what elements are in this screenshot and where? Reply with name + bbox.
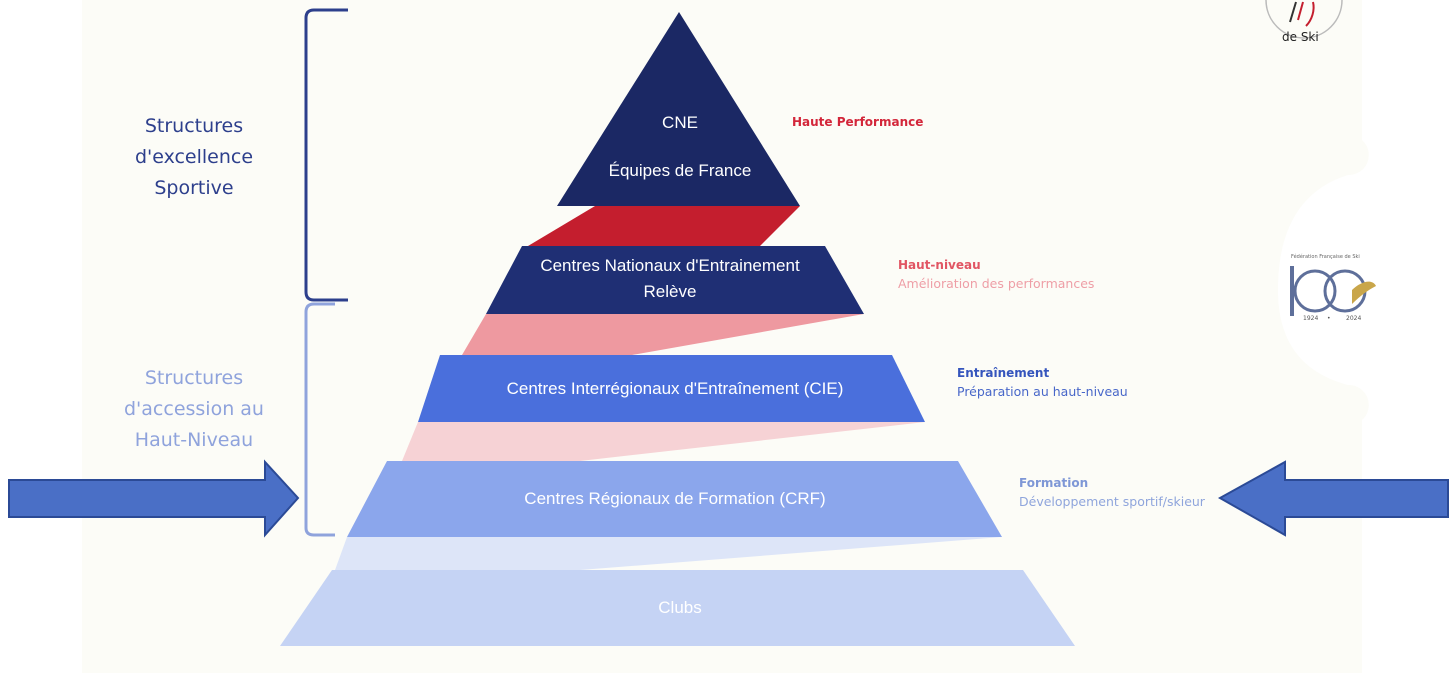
centenary-caption: Fédération Française de Ski — [1291, 253, 1360, 260]
tier-cne-shape — [557, 12, 800, 206]
centenary-year-end: 2024 — [1346, 315, 1361, 322]
group-label-accession-line: Haut-Niveau — [134, 429, 254, 451]
tier-cne-releve-shape — [486, 246, 864, 314]
tier-cie-line: Centres Interrégionaux d'Entraînement (C… — [506, 379, 844, 398]
connector-4 — [335, 537, 1002, 570]
side-label-subtitle: Amélioration des performances — [898, 276, 1095, 291]
tier-cne-releve-line: Relève — [643, 282, 697, 301]
side-label-title: Entraînement — [957, 366, 1050, 380]
arrow-left-icon — [8, 459, 300, 538]
tier-cie-label: Centres Interrégionaux d'Entraînement (C… — [440, 376, 910, 402]
group-label-excellence: Structures d'excellence Sportive — [106, 111, 282, 204]
connector-1 — [528, 206, 800, 246]
side-label-title: Haut-niveau — [898, 258, 981, 272]
bracket-accession — [304, 302, 335, 537]
arrow-right-icon — [1217, 460, 1449, 537]
side-label-title: Haute Performance — [792, 115, 924, 129]
tier-crf-label: Centres Régionaux de Formation (CRF) — [420, 486, 930, 512]
connector-2 — [462, 314, 864, 355]
side-label-haut-niveau: Haut-niveau Amélioration des performance… — [898, 258, 1094, 291]
tier-cne-label: CNE Équipes de France — [580, 110, 780, 184]
side-label-haute-performance: Haute Performance — [792, 115, 923, 129]
tier-clubs-line: Clubs — [658, 598, 702, 617]
side-label-title: Formation — [1019, 476, 1089, 490]
tier-clubs-shape — [280, 570, 1075, 646]
bracket-excellence — [304, 8, 348, 302]
tier-cne-line: CNE — [662, 113, 698, 132]
tier-cne-line: Équipes de France — [608, 161, 752, 180]
tier-cie-shape — [418, 355, 925, 422]
group-label-excellence-line: Structures — [144, 115, 244, 137]
tier-cne-releve-label: Centres Nationaux d'Entrainement Relève — [500, 253, 840, 305]
group-label-accession-line: Structures — [144, 367, 244, 389]
ffs-logo-top — [1265, 0, 1343, 39]
side-label-subtitle: Préparation au haut-niveau — [957, 384, 1128, 399]
tier-crf-shape — [347, 461, 1002, 537]
svg-text:•: • — [1327, 315, 1331, 322]
connector-3 — [402, 422, 925, 461]
side-label-formation: Formation Développement sportif/skieur — [1019, 476, 1205, 509]
centenary-logo: Fédération Française de Ski 1924 2024 • — [1290, 253, 1376, 322]
side-label-subtitle: Développement sportif/skieur — [1019, 494, 1205, 509]
group-label-excellence-line: Sportive — [154, 177, 234, 199]
tier-cne-releve-line: Centres Nationaux d'Entrainement — [540, 256, 800, 275]
group-label-accession-line: d'accession au — [124, 398, 264, 420]
logo-de-ski-text: de Ski — [1282, 30, 1319, 44]
tier-crf-line: Centres Régionaux de Formation (CRF) — [524, 489, 826, 508]
group-label-accession: Structures d'accession au Haut-Niveau — [106, 363, 282, 456]
tier-clubs-label: Clubs — [580, 595, 780, 621]
side-label-entrainement: Entraînement Préparation au haut-niveau — [957, 366, 1128, 399]
group-label-excellence-line: d'excellence — [134, 146, 254, 168]
centenary-year-start: 1924 — [1303, 315, 1318, 322]
